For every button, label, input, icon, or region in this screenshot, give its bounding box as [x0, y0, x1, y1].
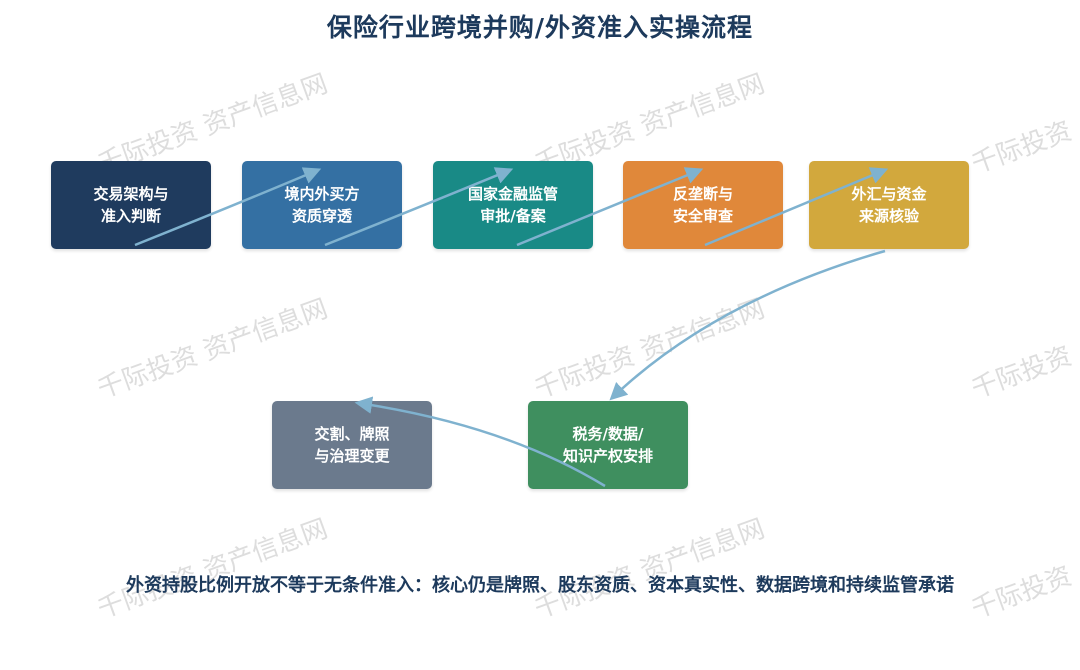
watermark: 千际投资	[967, 341, 1076, 405]
footer-note: 外资持股比例开放不等于无条件准入：核心仍是牌照、股东资质、资本真实性、数据跨境和…	[126, 575, 954, 596]
step-label-line2: 来源核验	[858, 207, 919, 225]
watermark: 千际投资 资产信息网	[530, 293, 769, 405]
step-label-line2: 与治理变更	[314, 447, 390, 465]
watermark: 千际投资	[967, 116, 1076, 180]
page-title: 保险行业跨境并购/外资准入实操流程	[326, 13, 754, 42]
step-label-line1: 境内外买方	[284, 185, 360, 203]
step-box-closing-license-governance: 交割、牌照 与治理变更	[272, 401, 432, 489]
step-label-line2: 审批/备案	[480, 207, 546, 225]
step-box-forex-fund-verification: 外汇与资金 来源核验	[809, 161, 969, 249]
step-label-line2: 安全审查	[672, 207, 733, 225]
step-box-regulatory-approval: 国家金融监管 审批/备案	[433, 161, 593, 249]
step-label-line1: 反垄断与	[672, 185, 733, 203]
step-label-line1: 国家金融监管	[467, 185, 558, 203]
step-box-buyer-qualification: 境内外买方 资质穿透	[242, 161, 402, 249]
step-box-tax-data-ip: 税务/数据/ 知识产权安排	[528, 401, 688, 489]
step-box-antitrust-security-review: 反垄断与 安全审查	[623, 161, 783, 249]
step-label-line2: 准入判断	[100, 207, 161, 225]
step-label-line2: 资质穿透	[291, 207, 352, 225]
step-label-line1: 税务/数据/	[572, 425, 644, 443]
step-label-line1: 外汇与资金	[851, 185, 927, 203]
arrow-step5-to-step6	[609, 249, 886, 401]
step-label-line2: 知识产权安排	[562, 447, 653, 465]
step-box-trade-structure: 交易架构与 准入判断	[51, 161, 211, 249]
step-label-line1: 交易架构与	[93, 185, 169, 203]
step-label-line1: 交割、牌照	[314, 425, 390, 443]
watermark: 千际投资 资产信息网	[93, 293, 332, 405]
watermark: 千际投资 资产信息网	[93, 513, 332, 625]
watermark: 千际投资 资产信息网	[530, 513, 769, 625]
